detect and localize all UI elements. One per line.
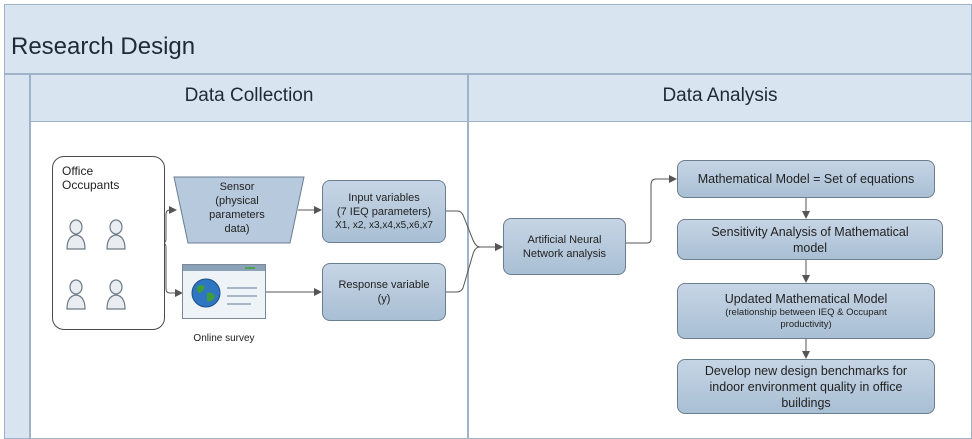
globe-icon — [191, 278, 221, 308]
sensor-line-2: (physical — [215, 195, 259, 207]
sensitivity-line-2: model — [792, 240, 828, 255]
sensor-line-3: parameters — [209, 209, 265, 221]
sensitivity-analysis-box: Sensitivity Analysis of Mathematical mod… — [677, 219, 943, 260]
sensor-line-4: data) — [224, 223, 250, 235]
office-occupants-panel: Office Occupants — [52, 156, 165, 330]
connector-input-to-ann — [446, 210, 503, 251]
sensor-shape — [173, 176, 305, 244]
person-icon — [66, 219, 86, 250]
pool-header: Research Design — [4, 4, 972, 74]
online-survey-window — [182, 264, 266, 319]
ann-line-2: Network analysis — [522, 247, 607, 260]
updated-model-box: Updated Mathematical Model (relationship… — [677, 283, 935, 339]
response-variable-box: Response variable (y) — [322, 263, 446, 321]
office-occupants-title: Office Occupants — [62, 164, 120, 192]
updated-model-line-2: (relationship between IEQ & Occupant — [725, 307, 887, 318]
online-survey-caption: Online survey — [193, 333, 255, 344]
sensor-label: Sensor (physical parameters data) — [178, 180, 296, 236]
ann-line-1: Artificial Neural — [527, 233, 602, 246]
response-variable-line-2: (y) — [377, 293, 391, 305]
person-icon — [106, 219, 126, 250]
benchmarks-box: Develop new design benchmarks for indoor… — [677, 359, 935, 414]
response-variable-line-1: Response variable — [338, 279, 430, 291]
ann-analysis-box: Artificial Neural Network analysis — [503, 218, 626, 275]
person-icon — [106, 279, 126, 310]
input-variables-box: Input variables (7 IEQ parameters) X1, x… — [322, 180, 446, 243]
mathematical-model-box: Mathematical Model = Set of equations — [677, 160, 935, 198]
lane-header-data-collection: Data Collection — [31, 75, 467, 122]
lane-title-data-collection: Data Collection — [184, 85, 314, 106]
lane-title-data-analysis: Data Analysis — [662, 85, 778, 106]
person-icon — [66, 279, 86, 310]
connector-ann-to-math — [626, 175, 677, 244]
sensitivity-line-1: Sensitivity Analysis of Mathematical — [711, 224, 909, 239]
input-variables-line-1: Input variables — [348, 192, 420, 204]
input-variables-line-2: (7 IEQ parameters) — [336, 206, 432, 218]
connector-response-to-ann — [446, 243, 503, 293]
updated-model-line-3: productivity) — [780, 319, 832, 330]
updated-model-line-1: Updated Mathematical Model — [724, 292, 888, 306]
sensor-line-1: Sensor — [219, 181, 255, 193]
benchmarks-line-2: indoor environment quality in office — [709, 379, 903, 394]
mathematical-model-label: Mathematical Model = Set of equations — [697, 172, 915, 186]
pool-title: Research Design — [11, 33, 196, 60]
benchmarks-line-1: Develop new design benchmarks for — [704, 363, 908, 378]
benchmarks-line-3: buildings — [781, 395, 831, 410]
lane-header-data-analysis: Data Analysis — [469, 75, 971, 122]
input-variables-line-3: X1, x2, x3,x4,x5,x6,x7 — [335, 220, 433, 231]
